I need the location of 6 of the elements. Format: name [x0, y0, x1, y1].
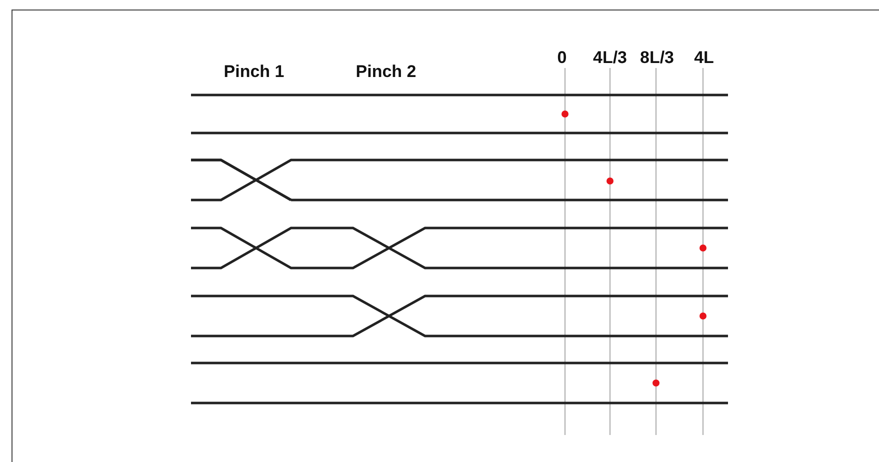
position-label: 4L: [694, 48, 714, 68]
position-label: 8L/3: [640, 48, 674, 68]
pinch-label: Pinch 1: [224, 62, 284, 82]
position-label: 0: [557, 48, 567, 68]
pinch-label: Pinch 2: [356, 62, 416, 82]
position-label: 4L/3: [592, 48, 628, 68]
